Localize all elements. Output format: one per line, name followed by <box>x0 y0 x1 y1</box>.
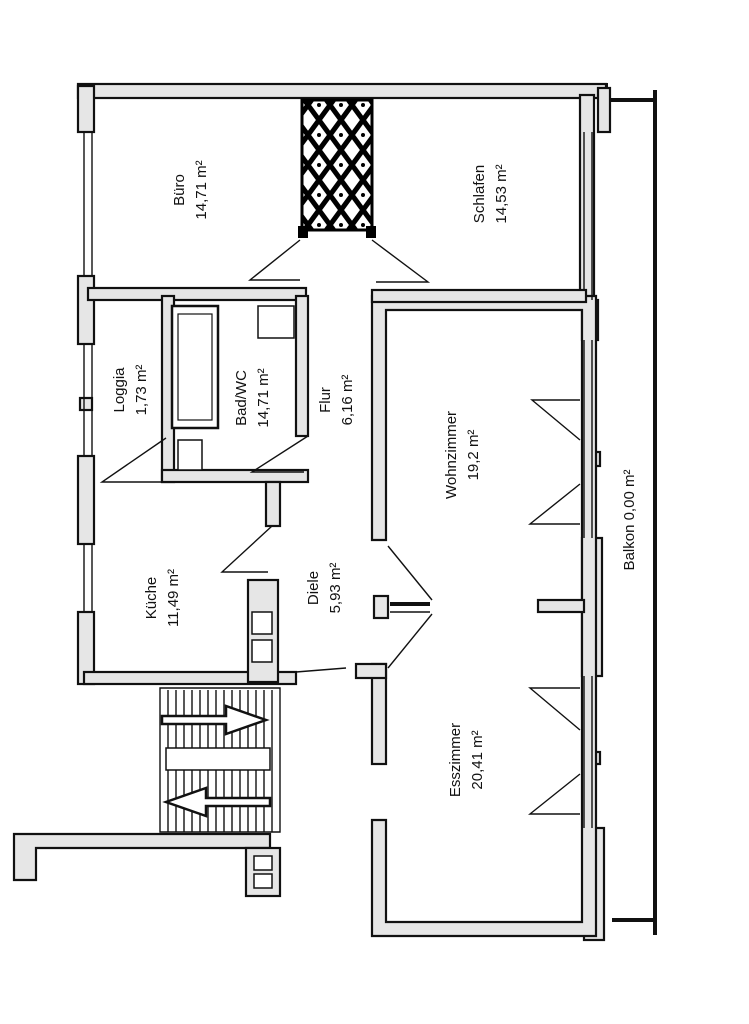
room-name: Wohnzimmer <box>443 411 460 499</box>
room-area: 20,41 m² <box>469 730 486 789</box>
room-label-diele: Diele 5,93 m² <box>305 563 344 614</box>
bathroom-fixtures <box>170 304 295 471</box>
room-area: 11,49 m² <box>165 569 182 627</box>
room-label-buero: Büro 14,71 m² <box>171 160 210 219</box>
room-area: 1,73 m² <box>133 365 150 416</box>
room-label-flur: Flur 6,16 m² <box>317 375 356 426</box>
room-label-esszimmer: Esszimmer 20,41 m² <box>447 723 486 797</box>
room-label-schlafen: Schlafen 14,53 m² <box>471 164 510 223</box>
room-label-wohnzimmer: Wohnzimmer 19,2 m² <box>443 411 482 499</box>
room-label-loggia: Loggia 1,73 m² <box>111 365 150 416</box>
room-name: Bad/WC <box>233 370 250 426</box>
chimney <box>300 98 374 232</box>
door-swings <box>99 239 581 815</box>
windows <box>83 132 593 828</box>
room-name: Flur <box>317 387 334 413</box>
outer-walls <box>76 84 598 938</box>
stairwell-walls <box>12 832 282 898</box>
room-area: 14,71 m² <box>193 160 210 219</box>
interior-walls <box>86 98 588 684</box>
staircase <box>159 687 281 833</box>
room-name: Esszimmer <box>447 723 464 797</box>
room-name: Büro <box>171 174 188 206</box>
room-label-kueche: Küche 11,49 m² <box>143 569 182 627</box>
room-area: 6,16 m² <box>339 375 356 426</box>
room-area: 14,53 m² <box>493 164 510 223</box>
room-name: Diele <box>305 571 322 605</box>
room-area: 19,2 m² <box>465 430 482 481</box>
room-name: Loggia <box>111 367 128 413</box>
room-area: 5,93 m² <box>327 563 344 614</box>
room-label-balkon: Balkon 0,00 m² <box>621 470 638 571</box>
room-name: Schlafen <box>471 165 488 223</box>
room-label-bad: Bad/WC 14,71 m² <box>233 368 272 427</box>
room-area: 14,71 m² <box>255 368 272 427</box>
room-name: Küche <box>143 577 160 620</box>
room-name: Balkon 0,00 m² <box>621 470 638 571</box>
